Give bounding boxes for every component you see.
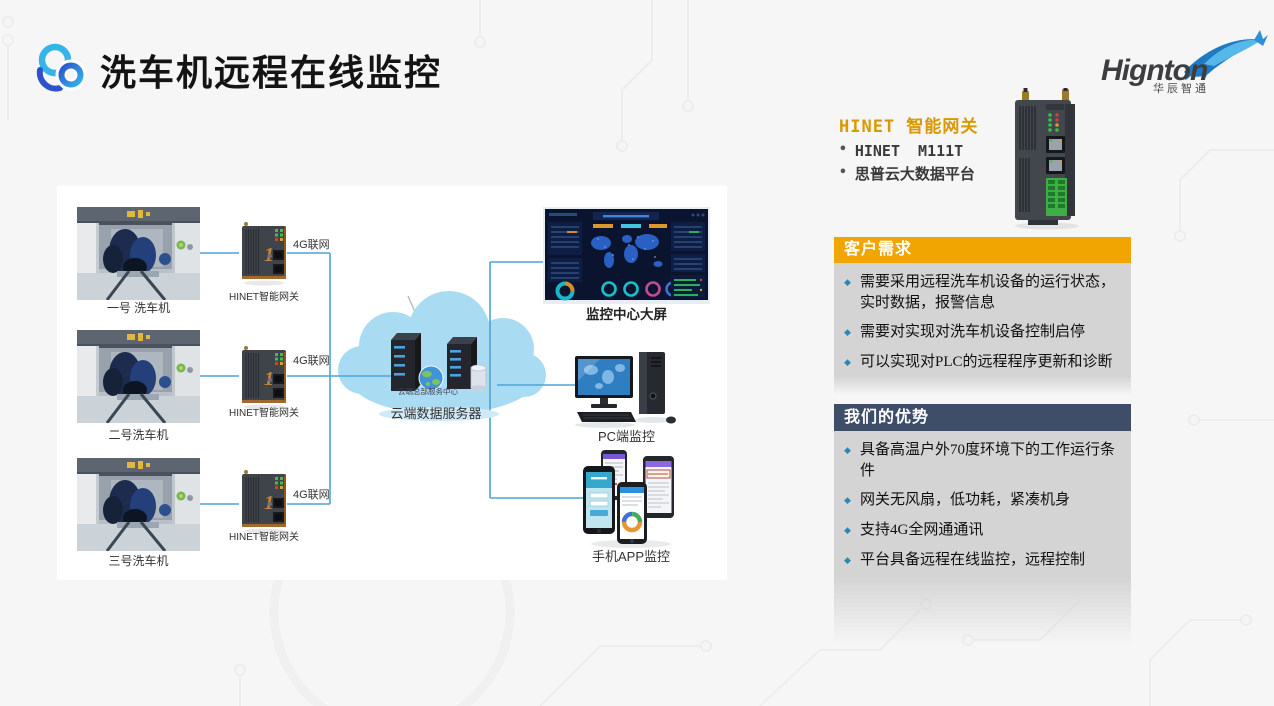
gateway-product-photo — [1015, 88, 1079, 230]
gazelle-swoosh-icon — [1184, 30, 1268, 80]
brand-name: Hignton — [1101, 54, 1208, 87]
machine-label: 三号洗车机 — [108, 554, 169, 568]
cloud-logo-icon — [36, 43, 87, 92]
list-item: ◆ 具备高温户外70度环境下的工作运行条件 — [842, 440, 1123, 481]
list-item: • HINET M111T — [839, 140, 975, 163]
list-item: ◆ 需要对实现对洗车机设备控制启停 — [842, 322, 1123, 343]
carwash-photo — [77, 330, 200, 423]
server-tower-icon — [391, 333, 421, 391]
architecture-diagram: 一号 洗车机 二号洗车机 三号洗车机 1 1 — [57, 186, 727, 580]
list-item: ◆ 可以实现对PLC的远程程序更新和诊断 — [842, 352, 1123, 373]
advantages-panel-header: 我们的优势 — [834, 404, 1131, 431]
product-bullets: • HINET M111T • 思普云大数据平台 — [839, 140, 975, 185]
gateway-label: HINET智能网关 — [229, 532, 299, 543]
server-tower-icon — [447, 337, 477, 389]
needs-panel-header: 客户需求 — [834, 237, 1131, 263]
globe-icon — [418, 365, 444, 391]
dot-bullet-icon: • — [839, 142, 847, 157]
diamond-bullet-icon: ◆ — [844, 555, 851, 566]
list-item: ◆ 平台具备远程在线监控，远程控制 — [842, 550, 1123, 571]
gateway-icon: 1 — [242, 222, 286, 286]
diagram-art — [200, 252, 586, 505]
diamond-bullet-icon: ◆ — [844, 277, 851, 287]
phone-front-left — [583, 466, 615, 534]
list-item: • 思普云大数据平台 — [839, 163, 975, 186]
link-label: 4G联网 — [293, 355, 330, 367]
diamond-bullet-icon: ◆ — [844, 525, 851, 536]
machine-label: 二号洗车机 — [108, 428, 169, 442]
gateway-label: HINET智能网关 — [229, 292, 299, 303]
needs-panel-body: ◆ 需要采用远程洗车机设备的运行状态，实时数据，报警信息 ◆ 需要对实现对洗车机… — [834, 263, 1131, 395]
cloud-inner-label: 云端总部服务中心 — [398, 387, 458, 396]
gateway-icon: 1 — [242, 470, 286, 534]
phone-front-center — [617, 482, 647, 544]
dot-bullet-icon: • — [839, 164, 847, 180]
gateway-label: HINET智能网关 — [229, 408, 299, 419]
screen-label: 监控中心大屏 — [586, 307, 667, 322]
list-item: ◆ 支持4G全网通通讯 — [842, 520, 1123, 541]
advantages-panel-body: ◆ 具备高温户外70度环境下的工作运行条件 ◆ 网关无风扇，低功耗，紧凑机身 ◆… — [834, 431, 1131, 645]
diamond-bullet-icon: ◆ — [844, 327, 851, 338]
cloud-label: 云端数据服务器 — [390, 406, 482, 421]
page-title: 洗车机远程在线监控 — [100, 53, 443, 93]
pc-label: PC端监控 — [597, 429, 656, 444]
pc-icon — [575, 352, 676, 428]
connection-lines — [200, 252, 586, 505]
link-label: 4G联网 — [293, 239, 330, 251]
list-item: ◆ 网关无风扇，低功耗，紧凑机身 — [842, 490, 1123, 511]
brand-logo: Hignton 华辰智通 — [1093, 28, 1268, 95]
diamond-bullet-icon: ◆ — [844, 357, 851, 368]
link-label: 4G联网 — [293, 489, 330, 501]
carwash-photo — [77, 207, 200, 300]
database-cylinder-icon — [470, 364, 487, 391]
gateway-icon: 1 — [242, 346, 286, 410]
brand-subtitle: 华辰智通 — [1153, 83, 1209, 95]
machine-label: 一号 洗车机 — [106, 301, 171, 315]
diamond-bullet-icon: ◆ — [844, 495, 851, 506]
product-heading: HINET 智能网关 — [839, 117, 979, 137]
server-icons — [379, 333, 499, 421]
list-item: ◆ 需要采用远程洗车机设备的运行状态，实时数据，报警信息 — [842, 272, 1123, 313]
monitoring-dashboard — [543, 207, 710, 304]
app-label: 手机APP监控 — [591, 549, 670, 564]
diamond-bullet-icon: ◆ — [844, 445, 851, 455]
phone-back-right — [643, 456, 674, 518]
phones-icon — [583, 450, 674, 548]
carwash-photo — [77, 458, 200, 551]
world-map — [591, 234, 663, 268]
